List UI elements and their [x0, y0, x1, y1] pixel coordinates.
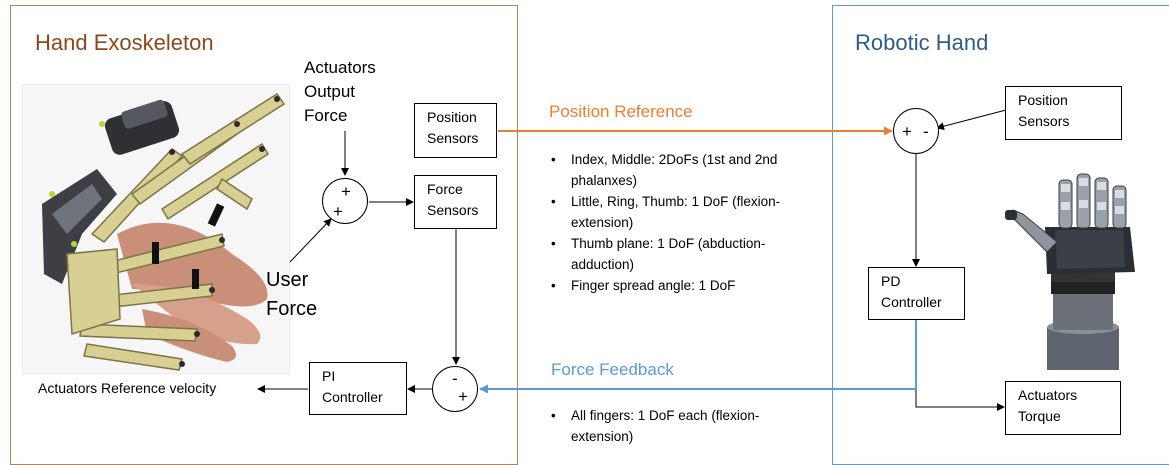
list-item: Index, Middle: 2DoFs (1st and 2ndphalanx… [549, 149, 829, 191]
position-sensors-exo-block: Position Sensors [414, 103, 497, 158]
list-item: All fingers: 1 DoF each (flexion-extensi… [549, 405, 829, 447]
position-sensors-exo-line2: Sensors [427, 130, 479, 146]
force-summing-junction: + + [322, 178, 368, 224]
pd-to-torque-arrow [915, 320, 1005, 411]
actuators-output-force-label: Actuators Output Force [304, 56, 376, 128]
actuators-torque-line2: Torque [1018, 408, 1061, 424]
pd-controller-block: PD Controller [868, 267, 965, 320]
robot-sum-right-sign: - [923, 122, 929, 141]
robotic-hand-image [1005, 173, 1135, 370]
position-sensors-exo-line1: Position [427, 109, 477, 125]
feedback-summing-junction: - + [432, 366, 478, 412]
user-force-line1: User [266, 269, 309, 291]
output-force-line3: Force [304, 106, 348, 125]
connection-lines [257, 109, 1007, 411]
pd-controller-line1: PD [881, 273, 901, 289]
hand-exoskeleton-title: Hand Exoskeleton [35, 30, 214, 55]
feedback-sum-bottom-sign: + [458, 387, 468, 406]
force-sensors-line1: Force [427, 181, 463, 197]
output-force-line2: Output [304, 82, 356, 101]
actuators-torque-line1: Actuators [1018, 387, 1078, 403]
pi-controller-line1: PI [322, 368, 336, 384]
force-sensors-line2: Sensors [427, 202, 479, 218]
position-reference-title: Position Reference [549, 102, 693, 121]
force-feedback-title: Force Feedback [551, 360, 674, 379]
robot-sum-left-sign: + [902, 122, 912, 141]
position-sensors-robot-line2: Sensors [1018, 113, 1070, 129]
force-sum-top-sign: + [341, 182, 351, 201]
force-sum-bottom-sign: + [333, 202, 343, 221]
force-feedback-arrow [479, 320, 917, 394]
force-sensors-block: Force Sensors [414, 175, 497, 229]
list-item: Thumb plane: 1 DoF (abduction-adduction) [549, 233, 829, 275]
position-sensors-robot-block: Position Sensors [1005, 86, 1122, 140]
robot-summing-junction: + - [893, 108, 939, 154]
list-item: Finger spread angle: 1 DoF [549, 275, 829, 296]
actuators-reference-velocity-label: Actuators Reference velocity [38, 380, 217, 396]
robot-sensors-to-sum-arrow [936, 109, 1007, 131]
position-reference-list: Index, Middle: 2DoFs (1st and 2ndphalanx… [549, 149, 829, 296]
position-sensors-robot-line1: Position [1018, 92, 1068, 108]
feedback-sum-top-sign: - [452, 369, 458, 388]
output-force-line1: Actuators [304, 58, 376, 77]
actuators-torque-block: Actuators Torque [1005, 381, 1121, 435]
pi-controller-block: PI Controller [309, 362, 407, 415]
force-feedback-list: All fingers: 1 DoF each (flexion-extensi… [549, 405, 829, 447]
hand-exoskeleton-image [22, 84, 290, 374]
user-force-arrow [289, 218, 332, 263]
user-force-line2: Force [266, 298, 318, 320]
list-item: Little, Ring, Thumb: 1 DoF (flexion-exte… [549, 191, 829, 233]
robotic-hand-title: Robotic Hand [855, 30, 989, 55]
pi-controller-line2: Controller [322, 389, 383, 405]
pd-controller-line2: Controller [881, 294, 942, 310]
user-force-label: User Force [266, 266, 317, 324]
